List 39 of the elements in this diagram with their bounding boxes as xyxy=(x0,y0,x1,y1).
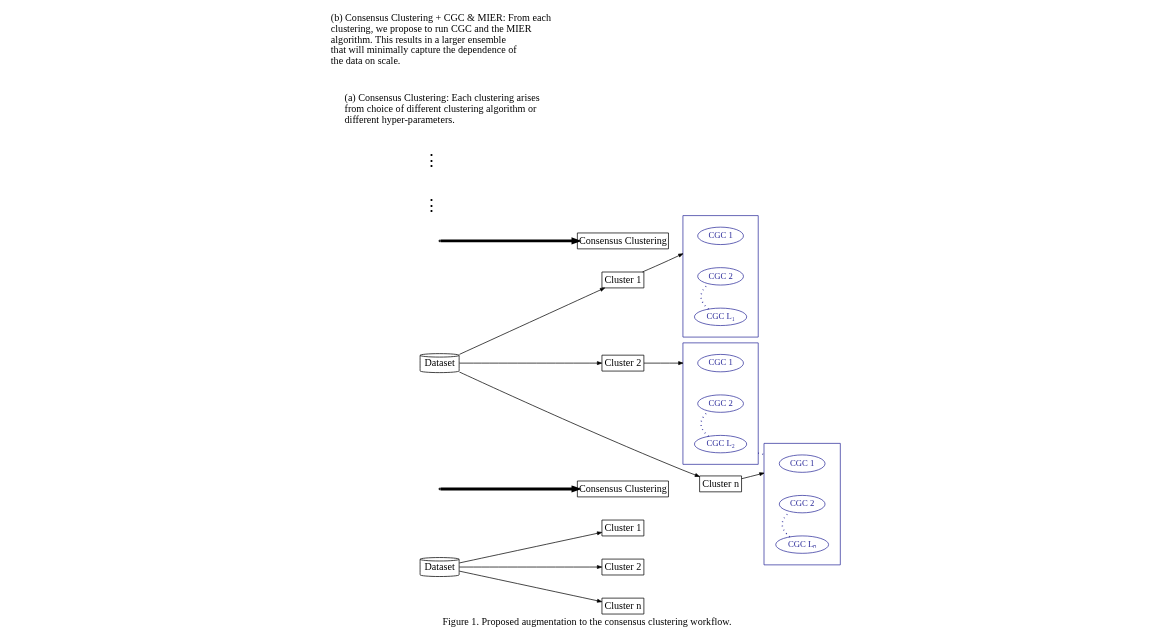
label: ⋮ xyxy=(422,150,440,170)
node-box: Cluster 2 xyxy=(601,354,644,372)
caption: Figure 1. Proposed augmentation to the consensus clustering workflow. xyxy=(441,616,732,628)
label: (b) Consensus Clustering + CGC & MIER: From each clustering, we propose to run CGC and the MIER algorithm. This results in a larger ensemble that will minimally capture the dependence of the data on scale. xyxy=(330,11,551,67)
arrow xyxy=(458,371,700,477)
connector xyxy=(699,283,709,310)
arrow xyxy=(439,237,582,245)
node-ellipse: CGC 1 xyxy=(696,354,744,373)
cluster xyxy=(682,342,759,465)
node-box: Consensus Clustering xyxy=(576,480,669,498)
cluster xyxy=(682,215,759,338)
arrow xyxy=(643,361,683,365)
node-ellipse: CGC 1 xyxy=(778,454,825,473)
cluster xyxy=(763,443,841,566)
arrow xyxy=(458,531,602,564)
node-box: Cluster n xyxy=(601,597,644,615)
label: (a) Consensus Clustering: Each clustering arises from choice of different clustering algorithm or different hyper-parameters. xyxy=(344,92,540,125)
node-box: Cluster 1 xyxy=(601,519,644,537)
node-ellipse: CGC L₁ xyxy=(693,307,747,326)
arrow xyxy=(458,565,602,569)
arrow xyxy=(641,253,683,273)
connector xyxy=(781,511,791,538)
node-box: Cluster 2 xyxy=(601,558,644,576)
node-ellipse: CGC Lₙ xyxy=(774,535,829,554)
node-ellipse: CGC 2 xyxy=(696,394,744,413)
arrow xyxy=(740,472,764,480)
arrow xyxy=(458,570,602,603)
node-ellipse: CGC 2 xyxy=(696,267,744,286)
arrow xyxy=(439,485,582,493)
node-box: Cluster n xyxy=(698,475,742,493)
node-ellipse: CGC 2 xyxy=(778,495,825,514)
node-ellipse: CGC 1 xyxy=(696,226,744,245)
node-ellipse: CGC L₂ xyxy=(693,435,747,454)
label: ⋮ xyxy=(422,195,440,215)
arrow xyxy=(458,287,605,355)
connector xyxy=(699,410,709,438)
node-box: Consensus Clustering xyxy=(576,232,669,250)
node-box: Cluster 1 xyxy=(601,271,644,289)
arrow xyxy=(458,361,602,365)
